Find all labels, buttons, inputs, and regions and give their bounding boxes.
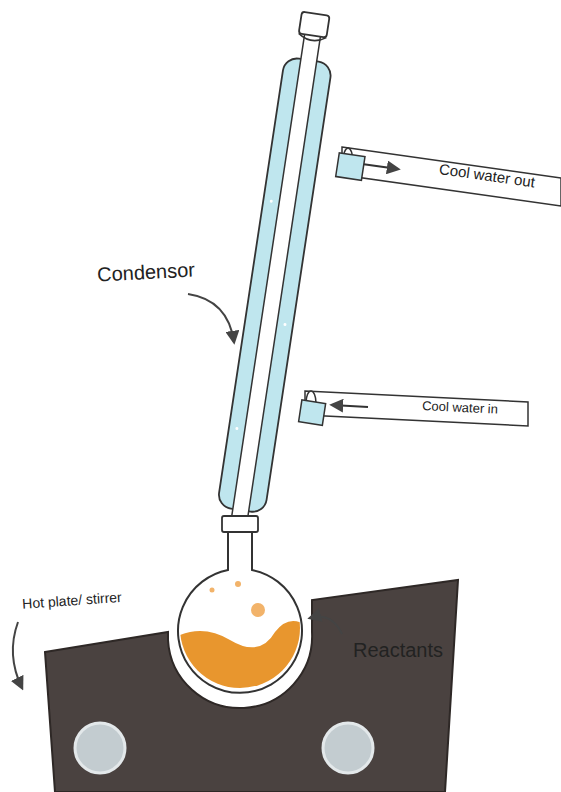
bubble	[210, 588, 215, 593]
flow-arrow	[362, 164, 398, 169]
leader-arrow	[310, 617, 342, 634]
reactant-liquid	[170, 621, 310, 700]
part-label: Condensor	[97, 258, 196, 285]
leader-arrow	[188, 294, 234, 342]
flow-arrow	[332, 405, 368, 407]
condenser	[213, 10, 385, 544]
water-out-tube	[342, 147, 561, 206]
plate-knob	[75, 723, 125, 773]
water-in-tube	[305, 391, 528, 426]
part-label: Reactants	[353, 639, 443, 661]
plate-knob	[323, 723, 373, 773]
bubble	[235, 581, 241, 587]
leader-arrow	[13, 622, 22, 688]
part-label: Hot plate/ stirrer	[22, 590, 122, 612]
flask-joint	[222, 516, 258, 532]
hot-plate	[45, 580, 458, 792]
bubble	[251, 603, 265, 617]
